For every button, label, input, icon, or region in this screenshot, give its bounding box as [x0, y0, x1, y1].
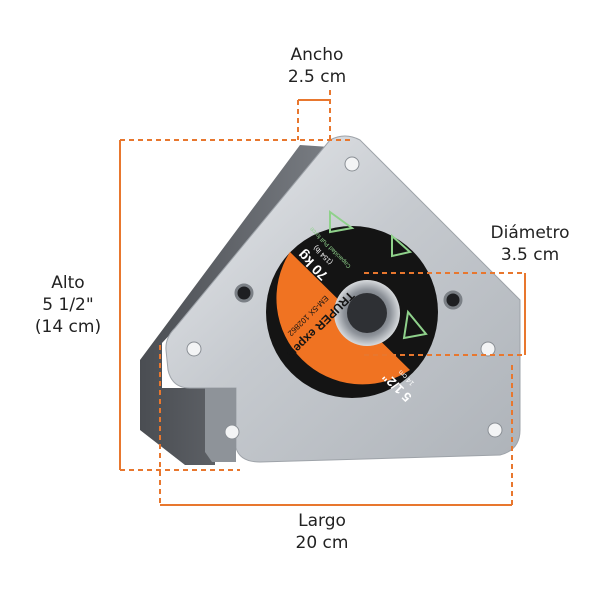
- diametro-title: Diámetro: [490, 223, 570, 243]
- rivet: [344, 156, 360, 172]
- alto-alt-value: (14 cm): [34, 317, 102, 337]
- dimension-lines: [119, 90, 526, 506]
- rivet: [480, 341, 496, 357]
- rivet: [487, 422, 503, 438]
- rivet: [224, 424, 240, 440]
- magnet-back-plate: [140, 145, 345, 465]
- alto-value: 5 1/2": [42, 295, 94, 315]
- center-hole-inner: [347, 293, 387, 333]
- angle-135-icon: [402, 309, 428, 340]
- rivet: [186, 341, 202, 357]
- ancho-value: 2.5 cm: [287, 67, 347, 87]
- diametro-value: 3.5 cm: [500, 245, 560, 265]
- largo-title: Largo: [298, 511, 346, 531]
- angle-45-icon: [329, 210, 355, 234]
- largo-value: 20 cm: [295, 533, 349, 553]
- mount-hole: [443, 290, 463, 310]
- ancho-label: Ancho 2.5 cm: [262, 44, 372, 88]
- mount-hole: [234, 283, 254, 303]
- ancho-title: Ancho: [290, 45, 344, 65]
- diametro-label: Diámetro 3.5 cm: [470, 222, 590, 266]
- angle-90-icon: [391, 233, 413, 258]
- magnet-lower-leg: [205, 388, 236, 462]
- alto-label: Alto 5 1/2" (14 cm): [18, 272, 118, 338]
- largo-label: Largo 20 cm: [272, 510, 372, 554]
- alto-title: Alto: [51, 273, 85, 293]
